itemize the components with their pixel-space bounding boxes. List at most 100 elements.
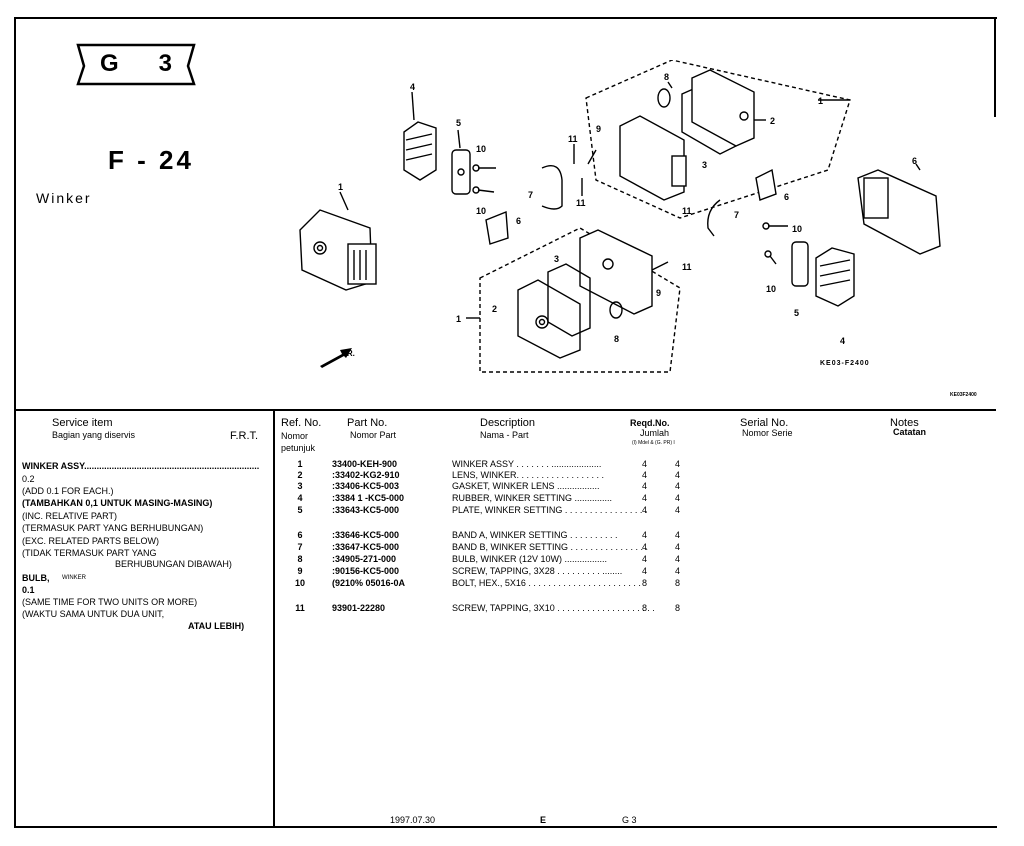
row-qty-2: 4 [675,459,681,469]
group-badge-icon [76,43,196,86]
winker-housing-lower-icon [579,229,653,315]
row-qty-2: 4 [675,530,681,540]
svg-text:11: 11 [682,262,692,272]
figure-number: F - 24 [108,145,194,175]
service-line: ATAU LEBIH) [188,621,245,631]
winker-assy-left-icon [299,209,377,291]
col-reqd-subcols: (I) Mdel & (G. PR) I [632,440,675,446]
band-a-left-icon [485,210,509,245]
plate-right-icon [791,241,809,287]
winker-rubber-left-icon [403,121,437,181]
row-description: GASKET, WINKER LENS ................. [452,481,600,491]
table-column-divider [273,411,275,827]
row-part-no: :90156-KC5-000 [332,566,400,576]
row-qty-1: 8 [642,603,648,613]
service-line: BERHUBUNGAN DIBAWAH) [115,559,232,569]
col-description: Description [480,417,536,429]
front-direction-arrow-icon [320,348,352,368]
row-part-no: :3384 1 -KC5-000 [332,493,405,503]
row-qty-2: 4 [675,493,681,503]
svg-text:8: 8 [664,72,669,82]
service-line: 0.1 [22,585,35,595]
row-qty-1: 4 [642,481,648,491]
winker-lens-lower-icon [517,279,581,359]
row-description: SCREW, TAPPING, 3X28 . . . . . . . . . .… [452,566,623,576]
col-serial-no: Serial No. [740,417,789,429]
col-reqd-no-id: Jumlah [640,428,670,438]
row-qty-1: 4 [642,459,648,469]
row-description: BAND A, WINKER SETTING . . . . . . . . .… [452,530,618,540]
svg-text:11: 11 [568,134,578,144]
row-part-no: 33400-KEH-900 [332,459,398,469]
winker-assy-right-icon [857,169,941,255]
col-service-item-id: Bagian yang diservis [52,430,136,440]
row-qty-2: 4 [675,481,681,491]
svg-text:10: 10 [766,284,776,294]
bulb-sub-label: WINKER [62,575,86,581]
row-ref-no: 3 [297,481,303,491]
col-part-no-id: Nomor Part [350,430,397,440]
row-qty-1: 4 [642,566,648,576]
svg-text:10: 10 [476,144,486,154]
footer-language: E [540,815,547,825]
row-ref-no: 8 [297,554,303,564]
row-ref-no: 5 [297,505,303,515]
row-qty-1: 4 [642,493,648,503]
service-line: (TAMBAHKAN 0,1 UNTUK MASING-MASING) [22,498,213,508]
svg-text:11: 11 [682,206,692,216]
col-ref-no: Ref. No. [281,417,322,429]
svg-text:8: 8 [614,334,619,344]
svg-text:6: 6 [784,192,789,202]
svg-text:6: 6 [912,156,917,166]
row-description: PLATE, WINKER SETTING . . . . . . . . . … [452,505,648,515]
svg-text:1: 1 [456,314,461,324]
col-service-item: Service item [52,417,113,429]
col-ref-no-id-2: petunjuk [281,443,316,453]
bulb-icon [657,88,671,108]
row-part-no: :33646-KC5-000 [332,530,400,540]
svg-text:5: 5 [794,308,799,318]
arrow-label: FR. [342,349,355,358]
service-line: (SAME TIME FOR TWO UNITS OR MORE) [22,597,198,607]
service-line: (INC. RELATIVE PART) [22,511,118,521]
col-ref-no-id-1: Nomor [281,431,309,441]
group-badge: G 3 [100,50,174,78]
row-part-no: :33643-KC5-000 [332,505,400,515]
service-line: (TIDAK TERMASUK PART YANG [22,548,157,558]
row-ref-no: 11 [295,603,305,613]
col-part-no: Part No. [347,417,388,429]
svg-text:9: 9 [596,124,601,134]
row-qty-2: 8 [675,603,681,613]
col-frt: F.R.T. [230,430,259,442]
row-part-no: 93901-22280 [332,603,386,613]
svg-text:2: 2 [492,304,497,314]
footer-page: G 3 [622,815,637,825]
service-line: WINKER ASSY.............................… [22,461,260,471]
svg-text:2: 2 [770,116,775,126]
row-qty-2: 4 [675,566,681,576]
footer-date: 1997.07.30 [390,815,436,825]
row-qty-2: 4 [675,470,681,480]
row-ref-no: 7 [297,542,303,552]
winker-lens-upper-icon [619,115,687,201]
badge-letter: G [100,50,121,77]
svg-text:10: 10 [792,224,802,234]
diagram-side-code: KE03F2400 [950,392,977,398]
service-line: (ADD 0.1 FOR EACH.) [22,486,114,496]
row-ref-no: 1 [297,459,303,469]
svg-text:9: 9 [656,288,661,298]
row-qty-2: 4 [675,542,681,552]
row-description: BOLT, HEX., 5X16 . . . . . . . . . . . .… [452,578,641,588]
row-description: SCREW, TAPPING, 3X10 . . . . . . . . . .… [452,603,655,613]
row-qty-1: 4 [642,470,648,480]
row-qty-1: 4 [642,505,648,515]
row-qty-1: 4 [642,554,648,564]
row-ref-no: 4 [297,493,303,503]
row-part-no: (9210% 05016-0A [332,578,406,588]
row-part-no: :33402-KG2-910 [332,470,400,480]
row-ref-no: 6 [297,530,303,540]
row-ref-no: 10 [294,578,305,588]
row-ref-no: 2 [297,470,303,480]
row-part-no: :33647-KC5-000 [332,542,400,552]
page-frame [14,17,997,828]
